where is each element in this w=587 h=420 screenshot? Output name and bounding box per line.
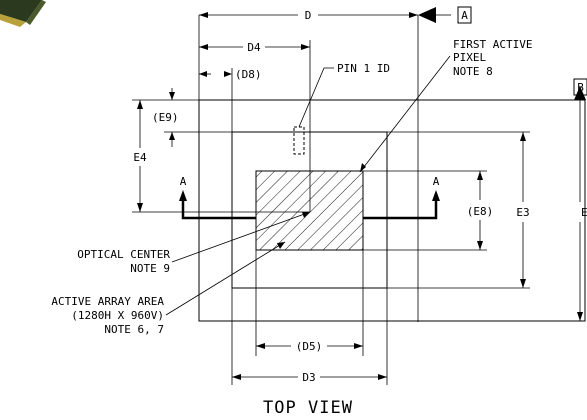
- dimension-e-label: E: [581, 206, 587, 219]
- dimension-e9-label: (E9): [152, 111, 179, 124]
- dimension-e4-label: E4: [133, 151, 147, 164]
- dimension-e8-label: (E8): [467, 205, 494, 218]
- section-line-a: A A: [179, 175, 440, 220]
- datum-b-label: B: [577, 81, 584, 94]
- chip-photo-thumbnail: [0, 0, 46, 27]
- dimension-d8-label: (D8): [235, 68, 262, 81]
- dimension-d5: (D5): [255, 250, 364, 356]
- datum-a-flag: [418, 7, 436, 23]
- section-mark-right: A: [433, 175, 440, 188]
- active-line1: ACTIVE ARRAY AREA: [51, 295, 164, 308]
- section-mark-left: A: [180, 175, 187, 188]
- dimension-e3-label: E3: [516, 206, 529, 219]
- dimension-e8: (E8): [467, 171, 494, 250]
- first-active-pixel-callout: FIRST ACTIVE PIXEL NOTE 8: [359, 38, 532, 173]
- dimension-e9: (E9): [152, 88, 179, 147]
- dimension-d3-label: D3: [302, 371, 315, 384]
- glass-window-outline: [231, 131, 388, 289]
- dimension-e4: E4: [133, 100, 147, 212]
- first-active-line2: PIXEL: [453, 51, 486, 64]
- dimension-d-label: D: [305, 9, 312, 22]
- dimension-e: E: [577, 100, 587, 321]
- active-line2: (1280H X 960V): [71, 309, 164, 322]
- active-line3: NOTE 6, 7: [104, 323, 164, 336]
- dimension-d5-label: (D5): [296, 340, 323, 353]
- optical-line2: NOTE 9: [130, 262, 170, 275]
- pin1-marker: [293, 126, 305, 155]
- dimension-d4-label: D4: [247, 41, 261, 54]
- dimension-d3: D3: [231, 288, 388, 385]
- first-active-line3: NOTE 8: [453, 65, 493, 78]
- optical-center-callout: OPTICAL CENTER NOTE 9: [77, 211, 311, 275]
- pin1-label: PIN 1 ID: [337, 62, 390, 75]
- dimension-d4: D4: [199, 40, 311, 212]
- datum-a-label: A: [461, 9, 468, 22]
- active-array-callout: ACTIVE ARRAY AREA (1280H X 960V) NOTE 6,…: [51, 241, 286, 336]
- dimension-e3: E3: [516, 132, 530, 288]
- datum-a: A: [457, 6, 472, 24]
- optical-line1: OPTICAL CENTER: [77, 248, 170, 261]
- pin1-callout: PIN 1 ID: [298, 62, 390, 128]
- datum-b: B: [573, 78, 587, 100]
- first-active-line1: FIRST ACTIVE: [453, 38, 532, 51]
- view-title: TOP VIEW: [263, 398, 353, 418]
- dimension-d8: (D8): [199, 68, 262, 132]
- package-outline: [198, 99, 586, 322]
- active-array-area: [255, 170, 364, 251]
- dimension-d: D: [198, 7, 451, 322]
